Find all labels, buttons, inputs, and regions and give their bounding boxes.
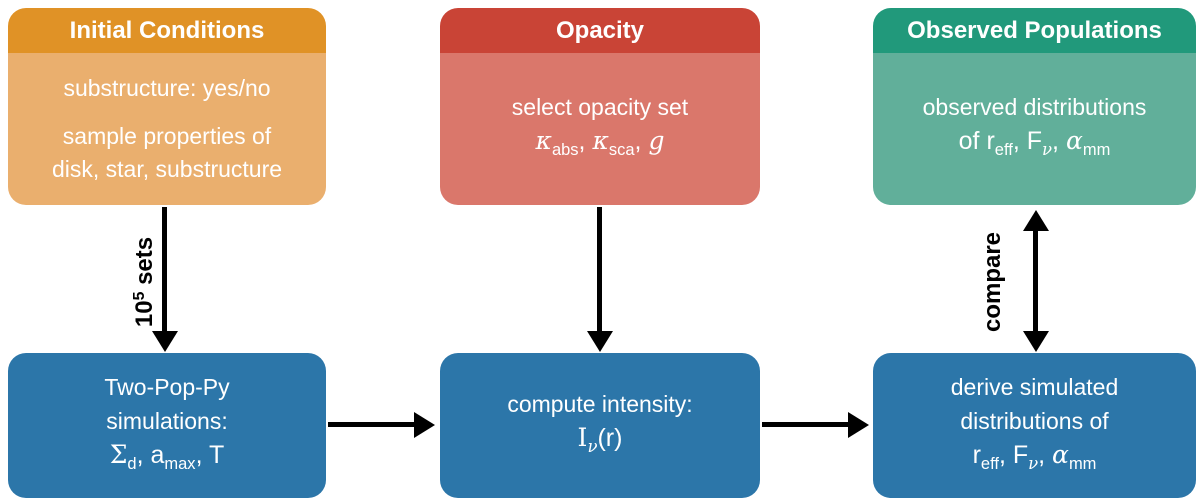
initial-body-line: substructure: yes/no: [63, 75, 271, 101]
opacity-body-line: select opacity set: [511, 94, 689, 121]
arrow-compare-double: [1033, 229, 1038, 333]
initial-conditions-box: Initial Conditions substructure: yes/no …: [8, 8, 326, 205]
arrowhead-down-icon: [1023, 331, 1049, 352]
arrow-initial-to-twopoppy: [162, 207, 167, 333]
arrowhead-right-icon: [414, 412, 435, 438]
arrow-twopoppy-to-intensity: [328, 422, 416, 427]
arrow-opacity-to-intensity: [597, 207, 602, 333]
opacity-symbols-line: κabs, κsca, g: [535, 126, 665, 159]
compare-arrow-label: compare: [979, 231, 1006, 333]
twopoppy-line: Two-Pop-Py: [104, 374, 230, 401]
sets-arrow-label: 105 sets: [130, 236, 158, 328]
observed-populations-body: observed distributions of reff, Fν, αmm: [873, 53, 1196, 205]
arrowhead-down-icon: [587, 331, 613, 352]
opacity-box: Opacity select opacity set κabs, κsca, g: [440, 8, 760, 205]
twopoppy-line: simulations:: [106, 408, 228, 435]
arrow-intensity-to-derive: [762, 422, 850, 427]
intensity-line: compute intensity:: [507, 391, 693, 418]
initial-conditions-header: Initial Conditions: [8, 8, 326, 53]
opacity-body: select opacity set κabs, κsca, g: [440, 53, 760, 205]
derive-distributions-box: derive simulated distributions of reff, …: [873, 353, 1196, 498]
twopoppy-symbols-line: Σd, amax, T: [109, 440, 225, 473]
observed-symbols-line: of reff, Fν, αmm: [958, 126, 1111, 159]
opacity-header: Opacity: [440, 8, 760, 53]
derive-line: derive simulated: [950, 374, 1119, 401]
initial-body-line: sample properties of: [62, 123, 272, 149]
derive-line: distributions of: [960, 408, 1109, 435]
arrowhead-right-icon: [848, 412, 869, 438]
initial-conditions-body: substructure: yes/no sample properties o…: [8, 53, 326, 205]
observed-body-line: observed distributions: [922, 94, 1147, 121]
initial-body-line: disk, star, substructure: [51, 156, 283, 182]
arrowhead-up-icon: [1023, 210, 1049, 231]
intensity-symbols-line: Iν(r): [577, 423, 623, 456]
twopoppy-simulations-box: Two-Pop-Py simulations: Σd, amax, T: [8, 353, 326, 498]
observed-populations-header: Observed Populations: [873, 8, 1196, 53]
arrowhead-down-icon: [152, 331, 178, 352]
compute-intensity-box: compute intensity: Iν(r): [440, 353, 760, 498]
derive-symbols-line: reff, Fν, αmm: [972, 440, 1097, 473]
observed-populations-box: Observed Populations observed distributi…: [873, 8, 1196, 205]
